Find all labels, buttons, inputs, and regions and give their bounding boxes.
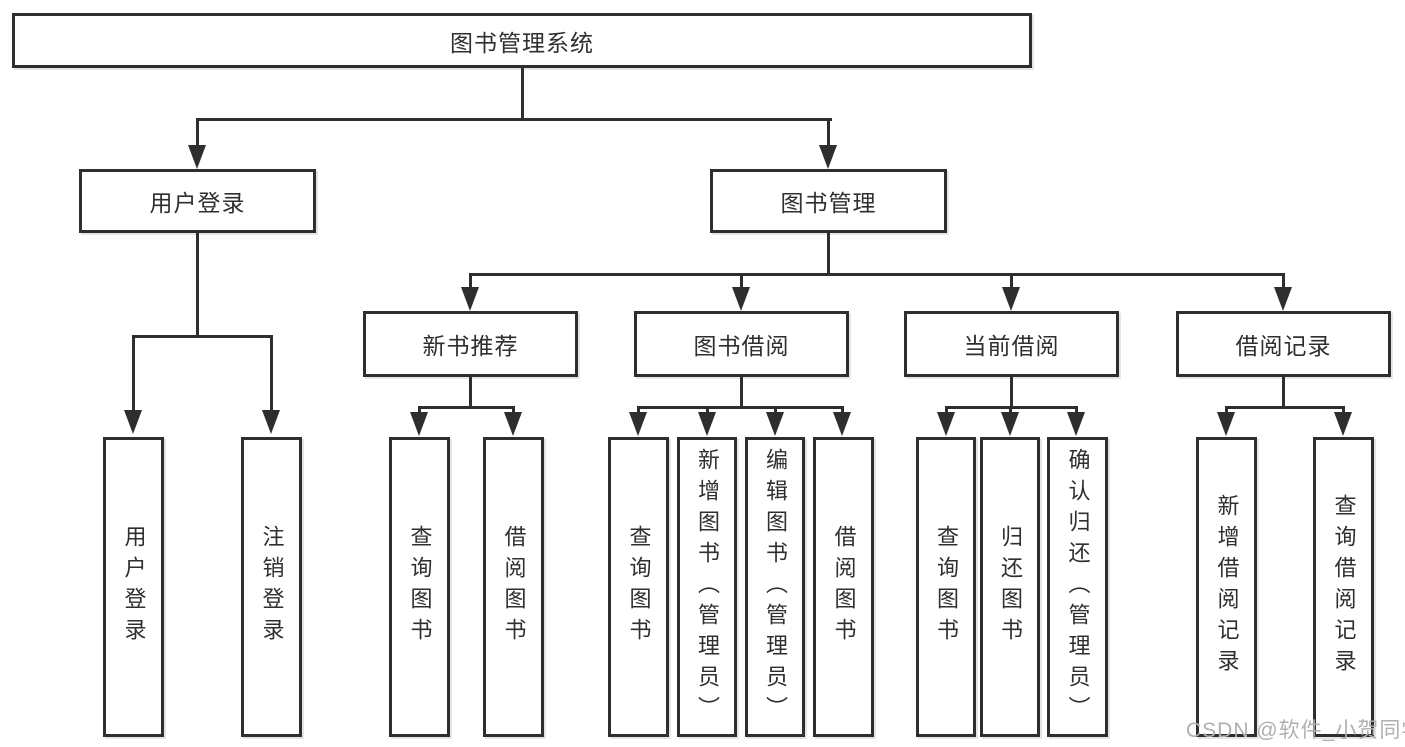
leaf-query-books-current-label: 查询图书: [934, 525, 959, 649]
edge-user-login-bar: [132, 335, 272, 338]
leaf-logout-login-label: 注销登录: [259, 525, 285, 649]
edge-root-drop-left: [196, 118, 199, 148]
leaf-return-book: 归还图书: [980, 437, 1040, 737]
edge-new-books-drop-1: [418, 406, 421, 414]
arrow-to-leaf-add-book: [698, 412, 716, 436]
leaf-confirm-return-admin-label: 确认归还（管理员）: [1065, 447, 1091, 727]
arrow-to-leaf-query-record: [1334, 412, 1352, 436]
leaf-query-books-new-label: 查询图书: [407, 525, 433, 649]
node-user-login-label: 用户登录: [149, 190, 246, 216]
edge-book-mgmt-stem: [827, 233, 830, 273]
node-book-mgmt-label: 图书管理: [780, 190, 877, 216]
node-book-borrow: 图书借阅: [634, 311, 849, 377]
leaf-add-borrow-record: 新增借阅记录: [1196, 437, 1257, 737]
node-book-borrow-label: 图书借阅: [693, 333, 790, 359]
edge-borrow-records-drop-2: [1342, 406, 1345, 414]
arrow-to-book-mgmt: [819, 145, 837, 169]
edge-root-bar: [196, 118, 832, 121]
edge-user-login-drop-2: [270, 335, 273, 410]
node-library-management-system-label: 图书管理系统: [450, 29, 594, 56]
arrow-to-user-login: [188, 145, 206, 169]
leaf-logout-login: 注销登录: [241, 437, 302, 737]
arrow-to-leaf-borrow-books-2: [833, 412, 851, 436]
leaf-user-login: 用户登录: [103, 437, 164, 737]
edge-book-borrow-drop-2: [706, 406, 709, 414]
leaf-edit-book-admin-label: 编辑图书（管理员）: [763, 447, 788, 727]
node-new-books-label: 新书推荐: [422, 333, 519, 359]
csdn-watermark: CSDN @软件_小贺同学: [1186, 719, 1405, 742]
edge-borrow-records-drop-1: [1225, 406, 1228, 414]
leaf-query-books-current: 查询图书: [916, 437, 976, 737]
edge-user-login-drop-1: [132, 335, 135, 410]
leaf-query-books-borrow-label: 查询图书: [626, 525, 652, 649]
arrow-to-leaf-return-book: [1001, 412, 1019, 436]
arrow-to-leaf-borrow-books-new: [504, 412, 522, 436]
edge-book-mgmt-drop-3: [1010, 273, 1013, 289]
arrow-to-leaf-logout: [262, 410, 280, 434]
arrow-to-leaf-user-login: [124, 410, 142, 434]
arrow-to-leaf-confirm-return: [1067, 412, 1085, 436]
edge-book-borrow-drop-3: [774, 406, 777, 414]
edge-new-books-bar: [418, 406, 515, 409]
arrow-to-book-borrow: [732, 287, 750, 311]
edge-book-mgmt-drop-4: [1282, 273, 1285, 289]
leaf-add-book-admin-label: 新增图书（管理员）: [695, 447, 720, 727]
edge-borrow-records-bar: [1225, 406, 1344, 409]
arrow-to-leaf-query-books-borrow: [629, 412, 647, 436]
leaf-query-borrow-record: 查询借阅记录: [1313, 437, 1374, 737]
node-borrow-records: 借阅记录: [1176, 311, 1391, 377]
edge-root-drop-right: [827, 118, 830, 148]
node-user-login: 用户登录: [79, 169, 316, 233]
edge-current-borrow-stem: [1010, 377, 1013, 406]
edge-current-borrow-drop-3: [1075, 406, 1078, 414]
node-book-mgmt: 图书管理: [710, 169, 947, 233]
leaf-borrow-books-new: 借阅图书: [483, 437, 544, 737]
edge-book-mgmt-drop-1: [469, 273, 472, 289]
node-library-management-system: 图书管理系统: [12, 13, 1032, 68]
edge-book-borrow-bar: [637, 406, 844, 409]
edge-book-borrow-stem: [740, 377, 743, 406]
leaf-confirm-return-admin: 确认归还（管理员）: [1047, 437, 1108, 737]
leaf-query-books-new: 查询图书: [389, 437, 450, 737]
edge-root-stem: [521, 68, 524, 118]
edge-new-books-stem: [469, 377, 472, 406]
leaf-user-login-label: 用户登录: [121, 525, 147, 649]
node-current-borrow-label: 当前借阅: [963, 333, 1060, 359]
node-current-borrow: 当前借阅: [904, 311, 1119, 377]
leaf-return-book-label: 归还图书: [998, 525, 1023, 649]
edge-book-mgmt-bar: [469, 273, 1284, 276]
edge-new-books-drop-2: [512, 406, 515, 414]
leaf-query-books-borrow: 查询图书: [608, 437, 669, 737]
arrow-to-leaf-edit-book: [766, 412, 784, 436]
arrow-to-leaf-query-books-new: [410, 412, 428, 436]
edge-book-mgmt-drop-2: [740, 273, 743, 289]
arrow-to-leaf-query-books-current: [937, 412, 955, 436]
arrow-to-borrow-records: [1274, 287, 1292, 311]
node-new-books: 新书推荐: [363, 311, 578, 377]
arrow-to-leaf-add-record: [1217, 412, 1235, 436]
arrow-to-current-borrow: [1002, 287, 1020, 311]
leaf-add-book-admin: 新增图书（管理员）: [677, 437, 737, 737]
edge-current-borrow-drop-1: [945, 406, 948, 414]
edge-borrow-records-stem: [1282, 377, 1285, 406]
arrow-to-new-books: [461, 287, 479, 311]
edge-book-borrow-drop-1: [637, 406, 640, 414]
leaf-edit-book-admin: 编辑图书（管理员）: [745, 437, 805, 737]
leaf-borrow-books-2-label: 借阅图书: [831, 525, 857, 649]
leaf-borrow-books-2: 借阅图书: [813, 437, 874, 737]
leaf-query-borrow-record-label: 查询借阅记录: [1331, 494, 1357, 680]
edge-user-login-stem: [196, 233, 199, 335]
edge-book-borrow-drop-4: [841, 406, 844, 414]
leaf-add-borrow-record-label: 新增借阅记录: [1214, 494, 1240, 680]
leaf-borrow-books-new-label: 借阅图书: [501, 525, 527, 649]
node-borrow-records-label: 借阅记录: [1235, 333, 1332, 359]
edge-current-borrow-drop-2: [1009, 406, 1012, 414]
